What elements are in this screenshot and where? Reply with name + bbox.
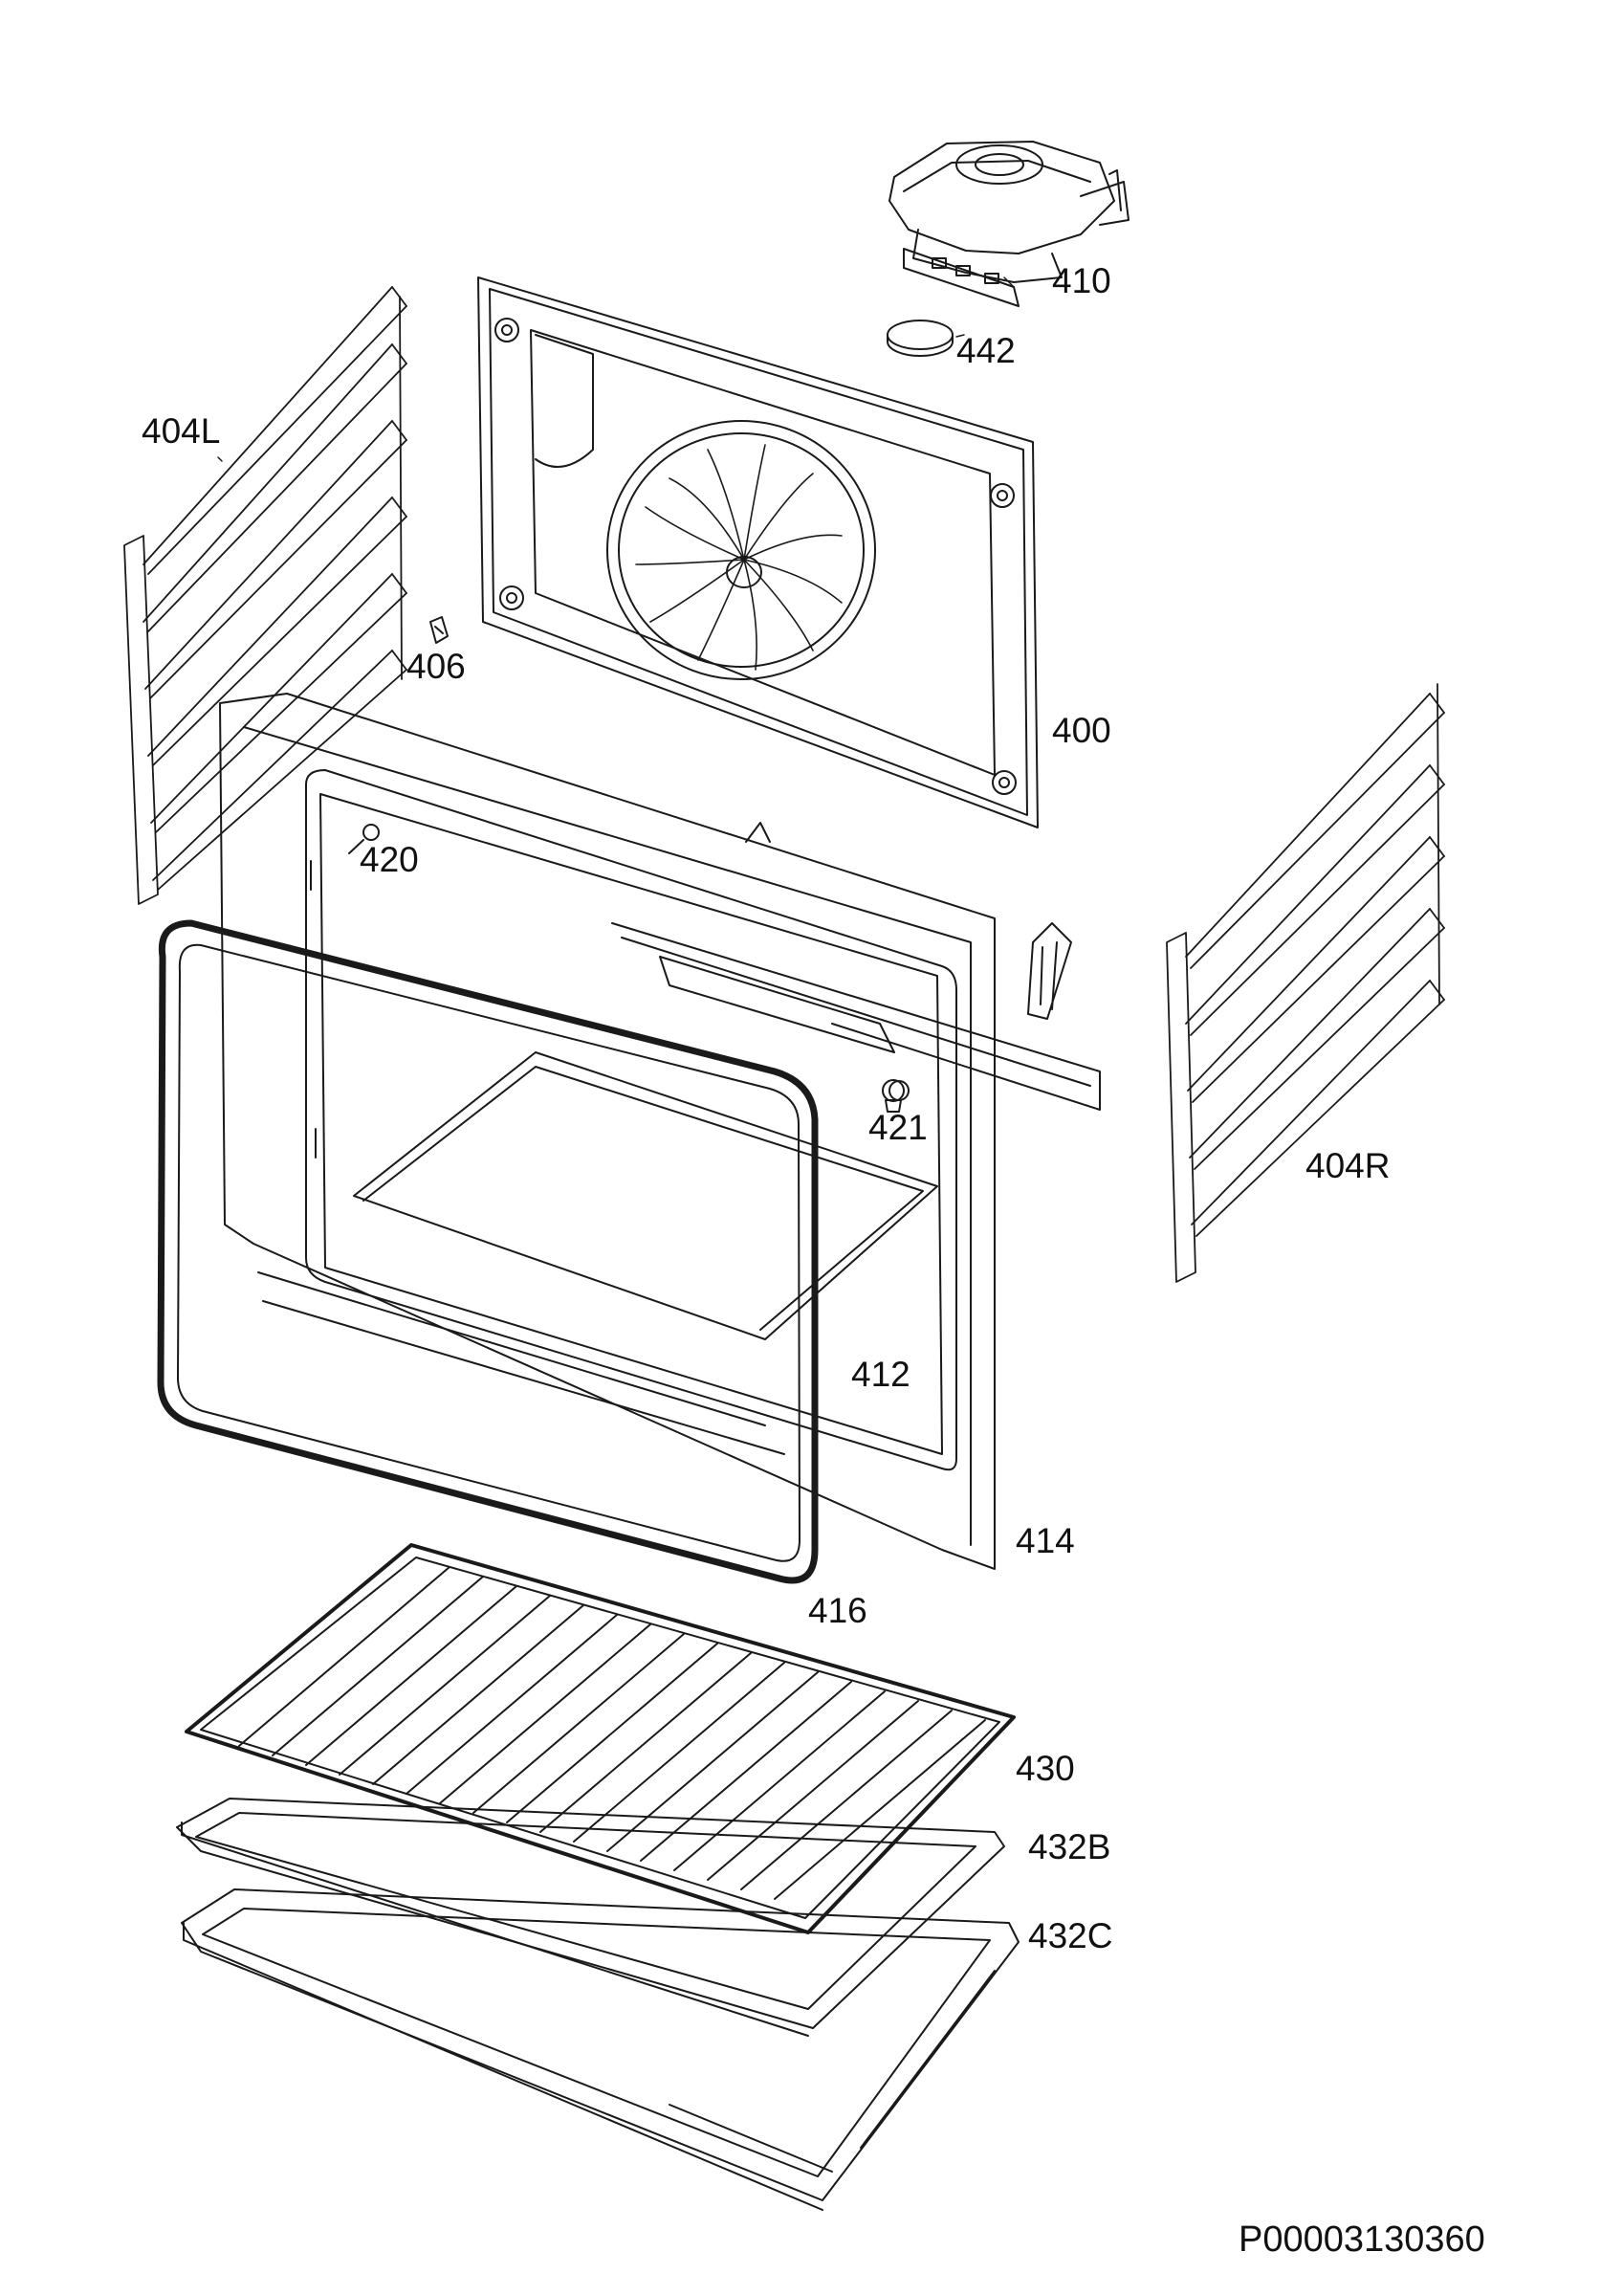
left-shelf-runner <box>123 286 407 905</box>
baking-tray-432B <box>176 1798 1005 2037</box>
label-432C: 432C <box>1028 1916 1113 1955</box>
label-442: 442 <box>956 331 1016 370</box>
leader-marks <box>217 276 1015 462</box>
label-410: 410 <box>1052 261 1111 300</box>
document-id: P00003130360 <box>1239 2219 1485 2260</box>
label-421: 421 <box>868 1108 928 1147</box>
label-404R: 404R <box>1305 1146 1391 1185</box>
label-414: 414 <box>1016 1521 1075 1560</box>
runner-clip <box>429 616 449 644</box>
fan-motor-unit <box>888 141 1129 307</box>
label-404L: 404L <box>142 411 221 451</box>
back-panel <box>477 276 1039 828</box>
label-432B: 432B <box>1028 1827 1111 1866</box>
label-420: 420 <box>360 840 419 879</box>
label-430: 430 <box>1016 1749 1075 1788</box>
door-seal-gasket <box>157 919 819 1584</box>
right-shelf-runner <box>1166 683 1445 1283</box>
label-416: 416 <box>808 1591 867 1630</box>
deep-tray-432C <box>181 1888 1020 2211</box>
label-400: 400 <box>1052 711 1111 750</box>
screw-420 <box>348 824 380 854</box>
lamp-421 <box>882 1079 905 1113</box>
label-406: 406 <box>406 647 466 686</box>
label-412: 412 <box>851 1355 910 1394</box>
oven-cavity <box>219 693 1101 1570</box>
wire-grid-shelf <box>185 1543 1016 1934</box>
seal-disc <box>887 320 954 357</box>
